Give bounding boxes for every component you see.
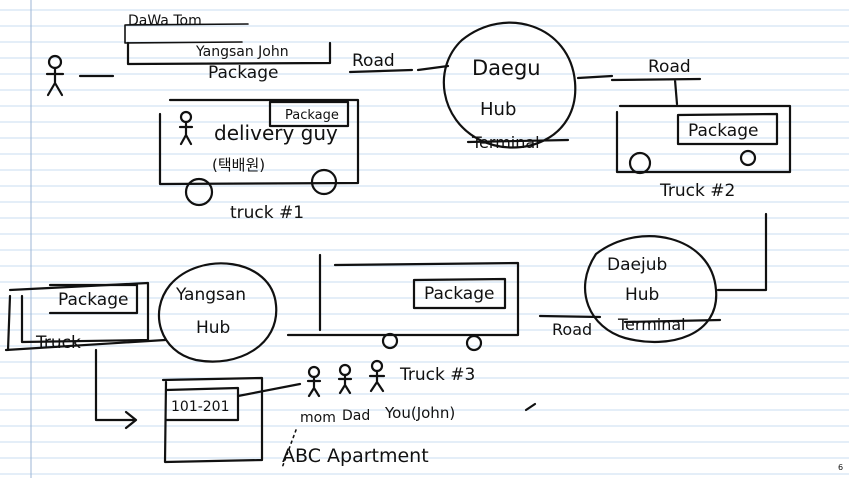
daejub-hub-line2: Hub (625, 285, 659, 305)
page-number: 6 (838, 463, 843, 472)
local-truck-package: Package (58, 290, 128, 310)
apartment-unit: 101-201 (171, 399, 230, 415)
road-label-1: Road (352, 51, 395, 71)
sender-stick-figure (47, 56, 63, 95)
truck1-label: truck #1 (230, 203, 304, 223)
daejub-hub-line1: Daejub (607, 255, 667, 275)
person-mom: mom (300, 410, 336, 426)
daejub-hub-line3: Terminal (617, 315, 686, 334)
yangsan-hub-circle (159, 263, 276, 361)
truck1-driver: delivery guy (214, 121, 338, 145)
connector-truck2-daejub (718, 214, 766, 290)
daegu-hub-line1: Daegu (472, 56, 541, 80)
sender-box-line1: DaWa Tom (128, 13, 202, 29)
person-you: You(John) (384, 404, 455, 422)
sender-package-label: Package (208, 63, 278, 83)
truck1-driver-korean: (택배원) (212, 156, 265, 174)
truck3-label: Truck #3 (399, 365, 475, 385)
connector-daegu-road2 (578, 76, 612, 78)
connector-road1-daegu (418, 66, 448, 70)
daegu-hub-circle (444, 23, 575, 148)
person-dad: Dad (342, 408, 370, 424)
sender-box-line2: Yangsan John (195, 44, 289, 60)
stray-mark (526, 404, 535, 410)
road-label-3: Road (552, 320, 592, 339)
road-underline-2 (612, 79, 700, 104)
truck2-label: Truck #2 (659, 181, 735, 201)
road-label-2: Road (648, 57, 691, 77)
road-underline-3 (540, 316, 600, 317)
daegu-hub-line2: Hub (480, 99, 516, 120)
yangsan-hub-line1: Yangsan (175, 285, 246, 305)
yangsan-hub-line2: Hub (196, 318, 230, 338)
apartment-label: ABC Apartment (282, 445, 429, 467)
apartment-building (163, 378, 300, 462)
local-truck-label: Truck (35, 333, 81, 353)
truck2-package: Package (688, 121, 758, 141)
truck3-package: Package (424, 284, 494, 304)
